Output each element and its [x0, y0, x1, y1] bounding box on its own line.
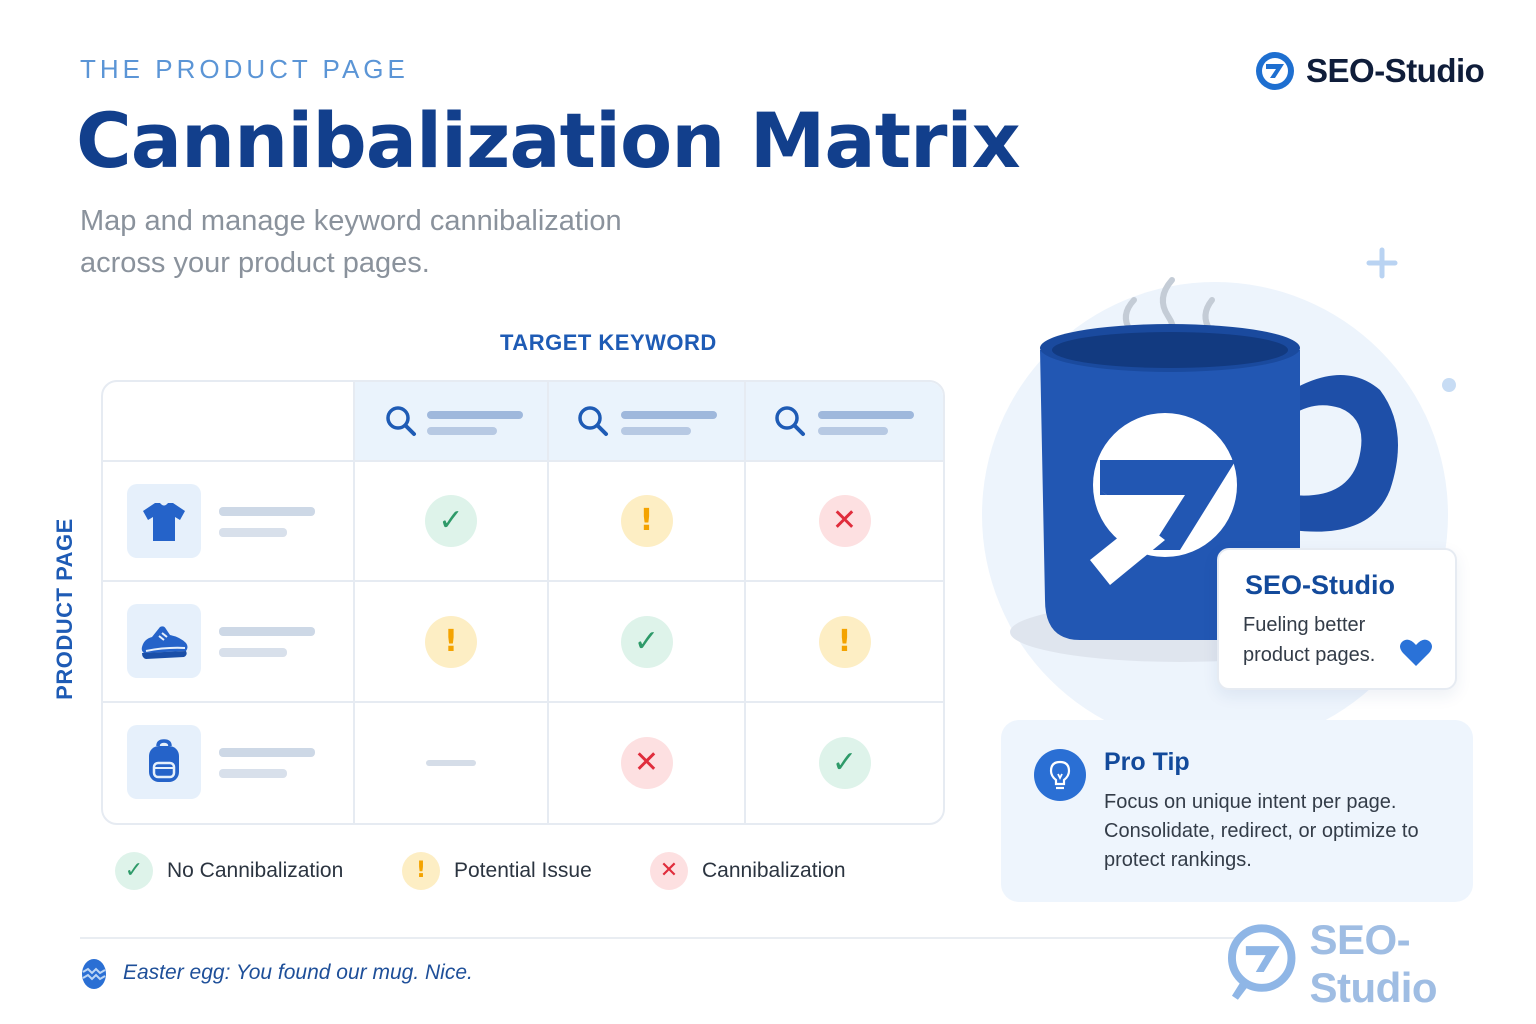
exclamation-icon: !: [425, 615, 477, 668]
x-icon: ✕: [650, 852, 688, 890]
matrix-cell[interactable]: ✕: [746, 462, 943, 580]
exclamation-icon: !: [818, 615, 871, 668]
x-icon: ✕: [620, 737, 673, 789]
pro-tip-panel: Pro Tip Focus on unique intent per page.…: [1001, 720, 1473, 902]
page-subtitle: Map and manage keyword cannibalization a…: [80, 205, 622, 279]
heart-icon: [1400, 639, 1432, 666]
card-title: SEO-Studio: [1245, 570, 1395, 600]
page-title: Cannibalization Matrix: [76, 96, 1021, 185]
column-header-keyword-3[interactable]: [746, 382, 943, 460]
seo-studio-logo-icon: [1256, 52, 1294, 90]
keyword-placeholder-bar: [427, 411, 523, 419]
product-placeholder-bar: [219, 627, 315, 636]
row-axis-label: PRODUCT PAGE: [52, 518, 77, 700]
grid-line: [744, 382, 746, 823]
legend-item-ok: ✓ No Cannibalization: [115, 852, 343, 890]
card-body: Fueling better product pages.: [1243, 614, 1376, 666]
check-icon: ✓: [425, 495, 477, 547]
matrix-cell[interactable]: !: [746, 582, 943, 701]
matrix-cell[interactable]: !: [549, 462, 744, 580]
matrix-cell[interactable]: !: [355, 582, 547, 701]
check-icon: ✓: [115, 852, 153, 890]
t-shirt-icon: [127, 484, 201, 558]
keyword-placeholder-bar: [621, 411, 717, 419]
column-header-keyword-2[interactable]: [549, 382, 744, 460]
easter-egg-text: Easter egg: You found our mug. Nice.: [123, 961, 473, 984]
row-header-product-3[interactable]: [103, 703, 353, 823]
legend-label: Potential Issue: [454, 859, 592, 882]
pro-tip-title: Pro Tip: [1104, 748, 1190, 776]
search-icon: [386, 406, 416, 436]
grid-line: [103, 580, 943, 582]
product-placeholder-bar: [219, 507, 315, 516]
cannibalization-matrix: ✓ ! ✕ ! ✓ !: [101, 380, 945, 825]
row-header-product-1[interactable]: [103, 462, 353, 580]
matrix-cell[interactable]: ✕: [549, 703, 744, 823]
eyebrow-label: THE PRODUCT PAGE: [80, 54, 409, 84]
lightbulb-icon: [1034, 749, 1086, 801]
product-placeholder-bar: [219, 748, 315, 757]
keyword-placeholder-bar: [818, 427, 888, 435]
matrix-cell[interactable]: ✓: [549, 582, 744, 701]
matrix-cell[interactable]: [355, 703, 547, 823]
matrix-cell[interactable]: ✓: [746, 703, 943, 823]
grid-line: [547, 382, 549, 823]
empty-dash-icon: [426, 760, 476, 766]
brand-logo-top[interactable]: SEO-Studio: [1254, 50, 1485, 92]
brand-logo-bottom[interactable]: SEO-Studio: [1226, 916, 1536, 1012]
grid-line: [103, 460, 943, 462]
sneaker-icon: [127, 604, 201, 678]
product-placeholder-bar: [219, 528, 287, 537]
check-icon: ✓: [818, 737, 871, 789]
brand-name: SEO-Studio: [1306, 52, 1485, 89]
column-axis-label: TARGET KEYWORD: [500, 330, 717, 355]
grid-line: [103, 701, 943, 703]
product-placeholder-bar: [219, 648, 287, 657]
backpack-icon: [127, 725, 201, 799]
keyword-placeholder-bar: [427, 427, 497, 435]
search-icon: [578, 406, 608, 436]
keyword-placeholder-bar: [818, 411, 914, 419]
x-icon: ✕: [818, 495, 871, 547]
easter-egg-icon: [82, 959, 106, 989]
legend-label: Cannibalization: [702, 859, 846, 882]
header-row-background: [354, 382, 943, 461]
grid-line: [353, 382, 355, 823]
seo-studio-logo-icon: [1227, 924, 1296, 1000]
brand-name: SEO-Studio: [1309, 916, 1438, 1011]
check-icon: ✓: [620, 615, 673, 668]
exclamation-icon: !: [402, 852, 440, 890]
footer-divider: [80, 937, 1240, 939]
column-header-keyword-1[interactable]: [355, 382, 547, 460]
product-placeholder-bar: [219, 769, 287, 778]
legend-label: No Cannibalization: [167, 859, 344, 882]
legend-item-bad: ✕ Cannibalization: [650, 852, 846, 890]
exclamation-icon: !: [620, 495, 673, 547]
mug-info-card: SEO-Studio Fueling better product pages.: [1217, 548, 1457, 690]
row-header-product-2[interactable]: [103, 582, 353, 701]
pro-tip-body: Focus on unique intent per page. Consoli…: [1104, 791, 1419, 871]
matrix-cell[interactable]: ✓: [355, 462, 547, 580]
keyword-placeholder-bar: [621, 427, 691, 435]
search-icon: [775, 406, 805, 436]
legend-item-warn: ! Potential Issue: [402, 852, 592, 890]
